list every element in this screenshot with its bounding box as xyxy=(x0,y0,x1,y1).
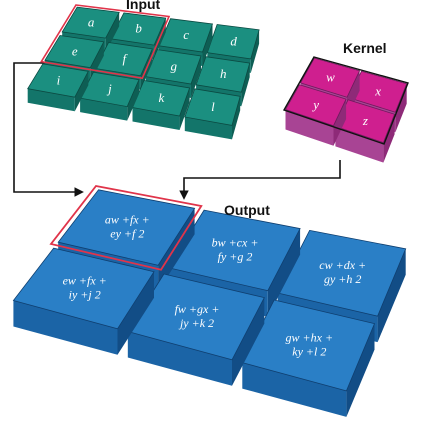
input-cell-label: i xyxy=(57,72,61,87)
output-formula-line2: ey +f 2 xyxy=(110,226,144,240)
input-cell-label: g xyxy=(171,59,178,74)
kernel-cell-front xyxy=(285,109,334,146)
input-cell-side xyxy=(241,63,250,107)
input-cell-label: b xyxy=(135,21,142,36)
input-cell-side xyxy=(191,56,201,98)
input-cell-front xyxy=(27,88,75,112)
input-grid: d c b a h g f e l k j i xyxy=(27,4,260,140)
output-formula-line2: jy +k 2 xyxy=(178,316,214,330)
input-cell-label: l xyxy=(211,99,215,114)
output-formula-line1: aw +fx + xyxy=(105,212,150,226)
input-cell-top xyxy=(27,63,89,98)
kernel-cell-side xyxy=(383,114,395,163)
output-formula-line1: gw +hx + xyxy=(286,330,334,344)
output-cell-top xyxy=(12,247,155,330)
input-cell-side xyxy=(232,96,241,140)
input-cell-side xyxy=(90,41,104,82)
output-grid: cw +dx +gy +h 2 bw +cx +fy +g 2 aw +fx +ey… xyxy=(12,185,407,417)
output-formula-line1: ew +fx + xyxy=(63,273,107,287)
output-cell-side xyxy=(267,228,301,317)
kernel-cell-side xyxy=(395,83,407,133)
input-cell-top xyxy=(44,35,105,69)
output-cell-front xyxy=(242,362,347,417)
input-cell-side xyxy=(250,29,260,73)
output-cell-side xyxy=(117,271,154,355)
input-cell-front xyxy=(184,117,232,140)
kernel-cell-label: w xyxy=(326,69,335,84)
output-formula-line2: ky +l 2 xyxy=(292,344,326,358)
output-formula-line1: cw +dx + xyxy=(319,258,366,272)
kernel-to-output-arrow xyxy=(179,160,341,200)
input-cell: k xyxy=(131,80,191,130)
output-formula-line2: fy +g 2 xyxy=(218,249,253,263)
kernel-cell-top xyxy=(299,57,361,98)
output-cell-side xyxy=(232,297,265,386)
kernel-cell-label: x xyxy=(374,83,381,98)
input-cell-label: c xyxy=(183,27,189,42)
output-cell: fw +gx +jy +k 2 xyxy=(127,273,265,386)
input-cell-side xyxy=(202,24,213,66)
output-cell-side xyxy=(346,323,375,417)
kernel-cell-top xyxy=(284,84,347,127)
input-label: Input xyxy=(126,0,161,12)
input-cell-label: d xyxy=(230,34,237,49)
flow-arrows xyxy=(13,62,341,200)
input-cell: j xyxy=(79,71,140,121)
kernel-grid: x w z y xyxy=(282,56,409,163)
input-cell-side xyxy=(127,79,139,121)
output-formula-line1: bw +cx + xyxy=(212,235,259,249)
output-formula-line2: gy +h 2 xyxy=(324,272,361,286)
kernel-cell: z xyxy=(334,99,396,163)
kernel-cell-side xyxy=(333,99,347,146)
input-window-highlight xyxy=(39,4,171,80)
kernel-cell: y xyxy=(284,84,347,146)
kernel-outline xyxy=(282,56,409,145)
input-cell-top xyxy=(184,88,241,126)
input-cell-top xyxy=(61,6,120,39)
output-label: Output xyxy=(224,202,270,218)
input-cell-label: h xyxy=(220,66,227,81)
kernel-cell-label: z xyxy=(362,113,368,128)
input-cell-label: j xyxy=(106,81,112,96)
input-cell-front xyxy=(132,107,180,130)
kernel-cell-label: y xyxy=(311,97,319,112)
input-cell: i xyxy=(27,63,89,112)
output-cell: ew +fx +iy +j 2 xyxy=(12,247,155,355)
output-cell-top xyxy=(57,189,196,266)
input-cell-side xyxy=(74,71,89,112)
input-cell-front xyxy=(80,98,128,121)
input-cell-side xyxy=(105,12,120,53)
input-cell-label: e xyxy=(72,43,78,58)
output-formula-line2: iy +j 2 xyxy=(69,287,101,301)
input-cell-label: k xyxy=(159,90,165,105)
output-cell-front xyxy=(127,331,232,386)
kernel-label: Kernel xyxy=(343,40,387,56)
input-cell-side xyxy=(179,88,190,130)
input-cell-top xyxy=(195,56,251,93)
output-cell-highlight xyxy=(49,185,203,271)
output-formula-line1: fw +gx + xyxy=(175,302,220,316)
kernel-cell-front xyxy=(335,126,384,163)
input-cell: l xyxy=(184,88,241,140)
output-cell: gw +hx +ky +l 2 xyxy=(241,299,376,417)
input-cell-label: f xyxy=(122,51,128,66)
input-to-output-arrow xyxy=(13,62,84,197)
output-cell-side xyxy=(377,248,406,343)
output-cell-front xyxy=(13,300,118,355)
input-cell-label: a xyxy=(88,14,95,29)
output-cell-side xyxy=(158,208,195,292)
